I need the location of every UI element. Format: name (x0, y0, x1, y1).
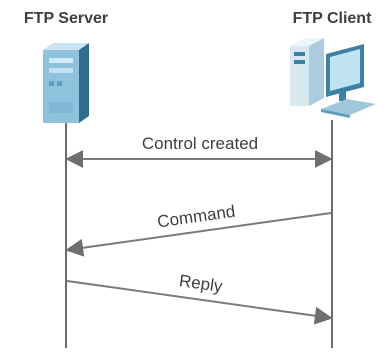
command-arrow (65, 212, 332, 257)
reply-arrow (66, 280, 333, 325)
client-label: FTP Client (293, 10, 372, 27)
desktop-computer-icon (290, 38, 376, 118)
server-label: FTP Server (24, 10, 108, 27)
server-tower-icon (43, 43, 89, 123)
reply-label: Reply (178, 271, 224, 296)
control-created-label: Control created (142, 134, 258, 153)
